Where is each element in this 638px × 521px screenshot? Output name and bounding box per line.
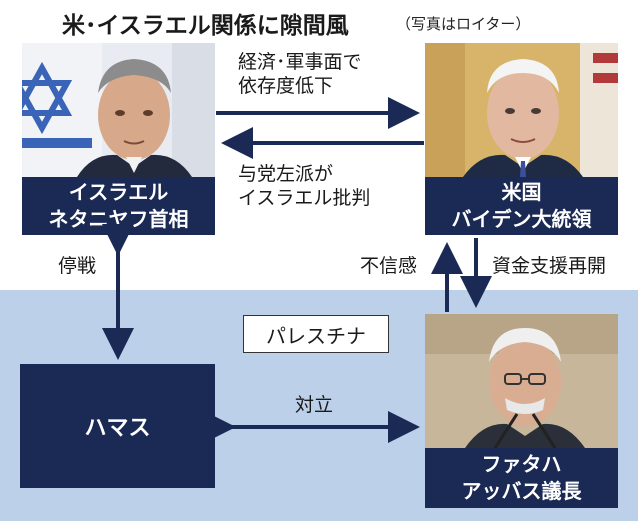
israel-caption: イスラエル ネタニヤフ首相 — [22, 177, 215, 235]
edge-label-ceasefire: 停戦 — [58, 255, 97, 277]
usa-caption: 米国 バイデン大統領 — [425, 177, 618, 235]
edge-label-dependence: 経済･軍事面で 依存度低下 — [238, 50, 362, 98]
usa-caption-line2: バイデン大統領 — [451, 207, 592, 231]
edge-label-criticism-line2: イスラエル批判 — [238, 187, 371, 209]
palestine-label: パレスチナ — [243, 315, 389, 353]
photo-credit: （写真はロイター） — [396, 15, 531, 33]
hamas-label: ハマス — [84, 416, 151, 441]
usa-caption-line1: 米国 — [501, 180, 542, 204]
title-text: 米･イスラエル関係に隙間風 — [62, 13, 349, 39]
edge-label-dependence-line2: 依存度低下 — [238, 75, 334, 97]
diagram-title: 米･イスラエル関係に隙間風 — [62, 6, 349, 40]
edge-label-distrust: 不信感 — [360, 255, 418, 277]
fatah-caption-line1: ファタハ — [481, 452, 562, 476]
fatah-caption-line2: アッバス議長 — [461, 479, 582, 503]
netanyahu-photo — [22, 43, 215, 177]
biden-photo — [425, 43, 618, 177]
hamas-box: ハマス — [20, 364, 215, 488]
edge-label-funding: 資金支援再開 — [492, 255, 607, 277]
edge-label-conflict: 対立 — [295, 394, 334, 416]
edge-label-criticism-line1: 与党左派が — [238, 163, 334, 185]
abbas-photo — [425, 314, 618, 448]
palestine-label-text: パレスチナ — [266, 323, 366, 348]
edge-label-criticism: 与党左派が イスラエル批判 — [238, 162, 370, 210]
edge-label-dependence-line1: 経済･軍事面で — [238, 51, 362, 73]
fatah-caption: ファタハ アッバス議長 — [425, 448, 618, 508]
israel-caption-line1: イスラエル — [68, 180, 169, 204]
